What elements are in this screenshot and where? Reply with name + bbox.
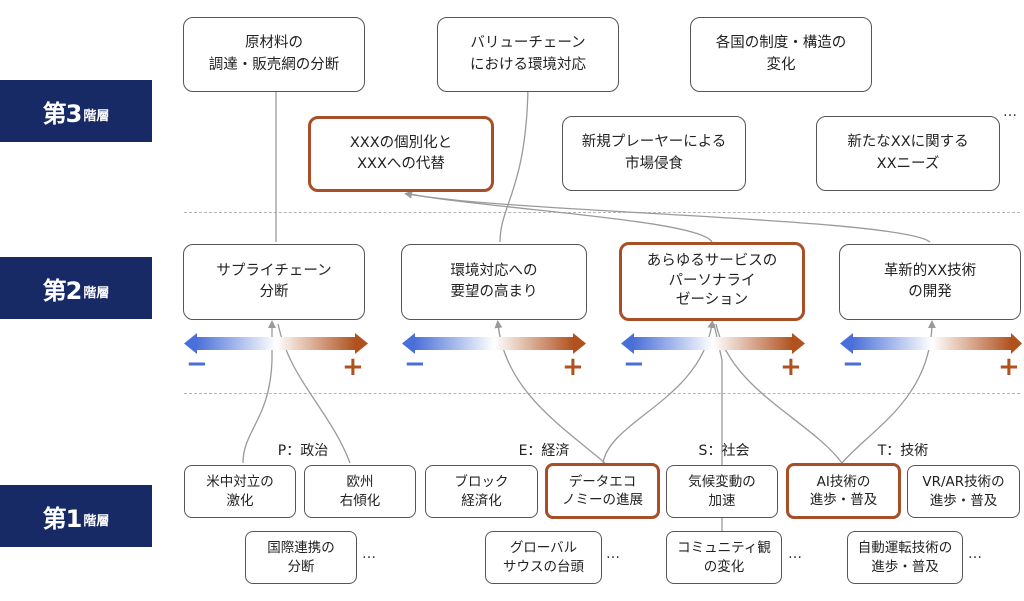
plus-sign: + bbox=[342, 352, 364, 382]
plus-sign: + bbox=[998, 352, 1020, 382]
tier-suffix: 階層 bbox=[83, 285, 110, 301]
factor-box: 革新的XX技術 の開発 bbox=[839, 244, 1021, 320]
plus-minus-arrow bbox=[840, 333, 1022, 354]
minus-sign: − bbox=[623, 349, 645, 379]
layer-divider bbox=[184, 393, 1020, 394]
ellipsis: … bbox=[606, 546, 620, 562]
category-label-society: S：社会 bbox=[698, 443, 750, 459]
minus-sign: − bbox=[842, 349, 864, 379]
connector bbox=[404, 190, 713, 243]
plus-minus-arrow bbox=[402, 333, 586, 354]
connector bbox=[242, 320, 276, 464]
driver-box-highlighted: データエコ ノミーの進展 bbox=[545, 463, 660, 519]
factor-box: サプライチェーン 分断 bbox=[183, 244, 365, 320]
minus-sign: − bbox=[404, 349, 426, 379]
factor-box: 各国の制度・構造の 変化 bbox=[690, 17, 872, 92]
factor-box: 環境対応への 要望の高まり bbox=[401, 244, 587, 320]
driver-box: 気候変動の 加速 bbox=[666, 465, 778, 518]
plus-sign: + bbox=[562, 352, 584, 382]
tier-suffix: 階層 bbox=[83, 513, 110, 529]
layer-divider bbox=[184, 212, 1020, 213]
category-label-economy: E：経済 bbox=[518, 443, 570, 459]
tier-number: 第3 bbox=[42, 99, 83, 128]
category-label-technology: T：技術 bbox=[877, 443, 929, 459]
tier-number: 第1 bbox=[42, 504, 83, 533]
category-label-politics: P：政治 bbox=[277, 443, 329, 459]
plus-minus-arrow bbox=[621, 333, 805, 354]
driver-box: 自動運転技術の 進歩・普及 bbox=[847, 531, 963, 584]
ellipsis: … bbox=[1003, 104, 1017, 120]
factor-box-highlighted: あらゆるサービスの パーソナライ ゼーション bbox=[619, 242, 805, 321]
driver-box-highlighted: AI技術の 進歩・普及 bbox=[786, 463, 901, 519]
ellipsis: … bbox=[788, 546, 802, 562]
driver-box: 国際連携の 分断 bbox=[245, 531, 357, 584]
ellipsis: … bbox=[362, 546, 376, 562]
driver-box: ブロック 経済化 bbox=[425, 465, 538, 518]
connector bbox=[499, 84, 532, 243]
factor-box: バリューチェーン における環境対応 bbox=[437, 17, 619, 92]
driver-box: 米中対立の 激化 bbox=[184, 465, 296, 518]
plus-sign: + bbox=[780, 352, 802, 382]
factor-box: 新規プレーヤーによる 市場侵食 bbox=[562, 116, 746, 191]
driver-box: グローバル サウスの台頭 bbox=[485, 531, 602, 584]
plus-minus-arrow bbox=[184, 333, 368, 354]
driver-box: コミュニティ観 の変化 bbox=[666, 531, 782, 584]
tier-suffix: 階層 bbox=[83, 108, 110, 124]
factor-box: 原材料の 調達・販売網の分断 bbox=[183, 17, 365, 92]
driver-box: VR/AR技術の 進歩・普及 bbox=[907, 465, 1020, 518]
driver-box: 欧州 右傾化 bbox=[304, 465, 416, 518]
minus-sign: − bbox=[186, 349, 208, 379]
connector bbox=[409, 193, 931, 243]
factor-box-highlighted: XXXの個別化と XXXへの代替 bbox=[308, 116, 494, 192]
ellipsis: … bbox=[968, 546, 982, 562]
factor-box: 新たなXXに関する XXニーズ bbox=[816, 116, 1000, 191]
tier-number: 第2 bbox=[42, 276, 83, 305]
